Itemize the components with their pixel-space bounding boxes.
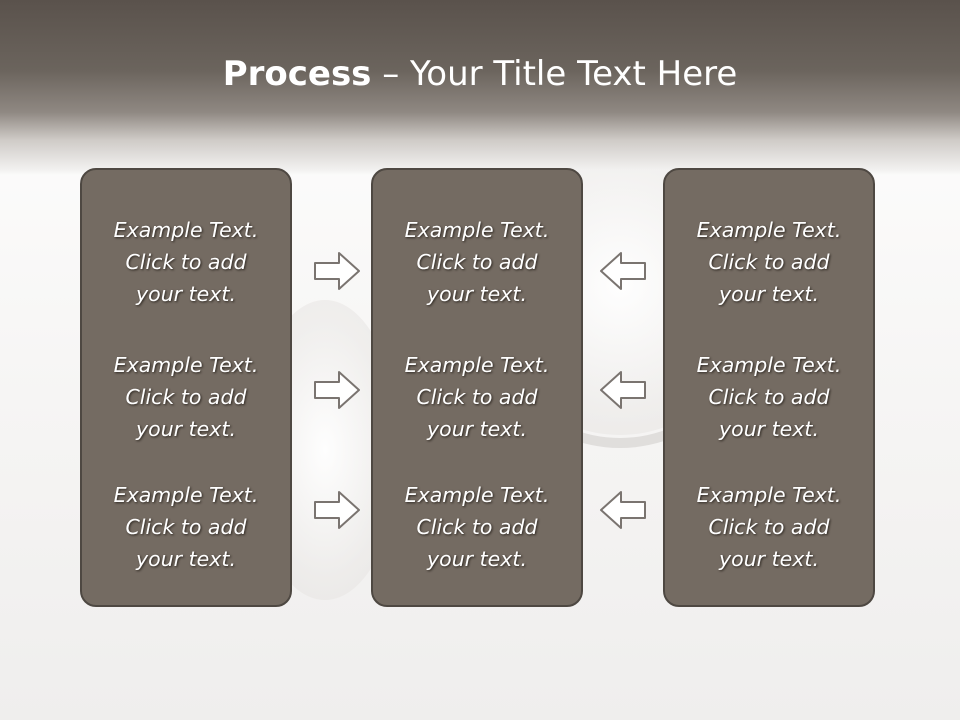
- text-placeholder[interactable]: Example Text. Click to add your text.: [113, 483, 259, 571]
- process-card-center[interactable]: Example Text. Click to add your text. Ex…: [371, 168, 583, 607]
- text-placeholder[interactable]: Example Text. Click to add your text.: [113, 353, 259, 441]
- text-placeholder[interactable]: Example Text. Click to add your text.: [404, 483, 550, 571]
- left-arrow-icon[interactable]: [597, 249, 647, 293]
- process-card-right[interactable]: Example Text. Click to add your text. Ex…: [663, 168, 875, 607]
- text-placeholder[interactable]: Example Text. Click to add your text.: [696, 353, 842, 441]
- title-bar: Process – Your Title Text Here: [0, 0, 960, 175]
- left-arrow-icon[interactable]: [597, 488, 647, 532]
- text-placeholder[interactable]: Example Text. Click to add your text.: [696, 483, 842, 571]
- title-rest: – Your Title Text Here: [371, 54, 738, 94]
- slide-title[interactable]: Process – Your Title Text Here: [0, 52, 960, 96]
- title-bold: Process: [222, 54, 372, 94]
- text-placeholder[interactable]: Example Text. Click to add your text.: [696, 218, 842, 306]
- process-card-left[interactable]: Example Text. Click to add your text. Ex…: [80, 168, 292, 607]
- right-arrow-icon[interactable]: [313, 488, 363, 532]
- text-placeholder[interactable]: Example Text. Click to add your text.: [404, 218, 550, 306]
- right-arrow-icon[interactable]: [313, 249, 363, 293]
- text-placeholder[interactable]: Example Text. Click to add your text.: [404, 353, 550, 441]
- left-arrow-icon[interactable]: [597, 368, 647, 412]
- right-arrow-icon[interactable]: [313, 368, 363, 412]
- text-placeholder[interactable]: Example Text. Click to add your text.: [113, 218, 259, 306]
